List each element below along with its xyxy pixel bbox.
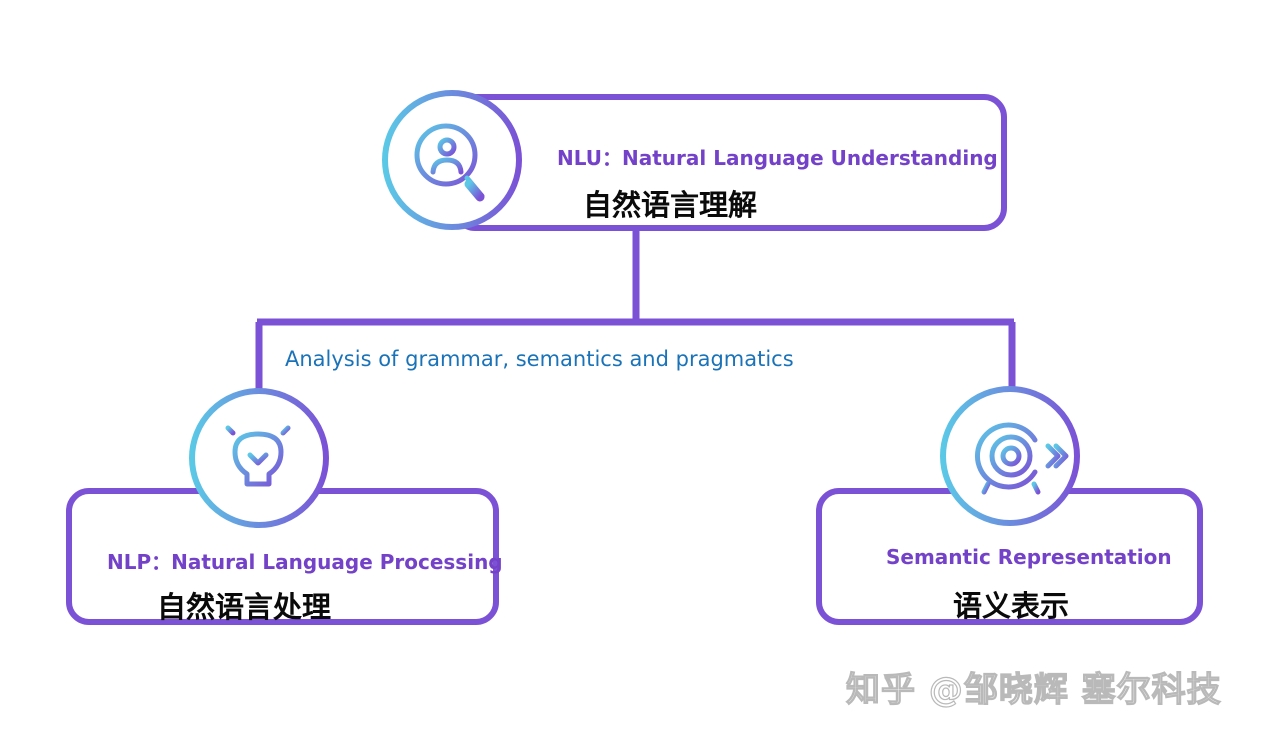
nlu-title-zh: 自然语言理解 xyxy=(583,188,758,222)
nlu-node xyxy=(382,90,1007,231)
semantic-node xyxy=(816,386,1203,625)
semantic-title-en: Semantic Representation xyxy=(886,545,1172,569)
connector-lines xyxy=(255,228,1016,392)
semantic-title-zh: 语义表示 xyxy=(953,589,1070,623)
nlp-title-zh: 自然语言处理 xyxy=(157,590,332,624)
watermark: 知乎 @邹晓辉 塞尔科技 xyxy=(845,669,1222,710)
target-arrow-icon xyxy=(975,422,1069,495)
nlp-icon-ring xyxy=(189,388,329,528)
nlu-title-en: NLU：Natural Language Understanding xyxy=(557,146,998,170)
nlp-node xyxy=(66,388,499,625)
connector-label: Analysis of grammar, semantics and pragm… xyxy=(285,347,794,371)
lightbulb-icon xyxy=(225,413,291,497)
user-search-icon xyxy=(414,123,485,202)
nlp-title-en: NLP：Natural Language Processing xyxy=(107,550,503,574)
